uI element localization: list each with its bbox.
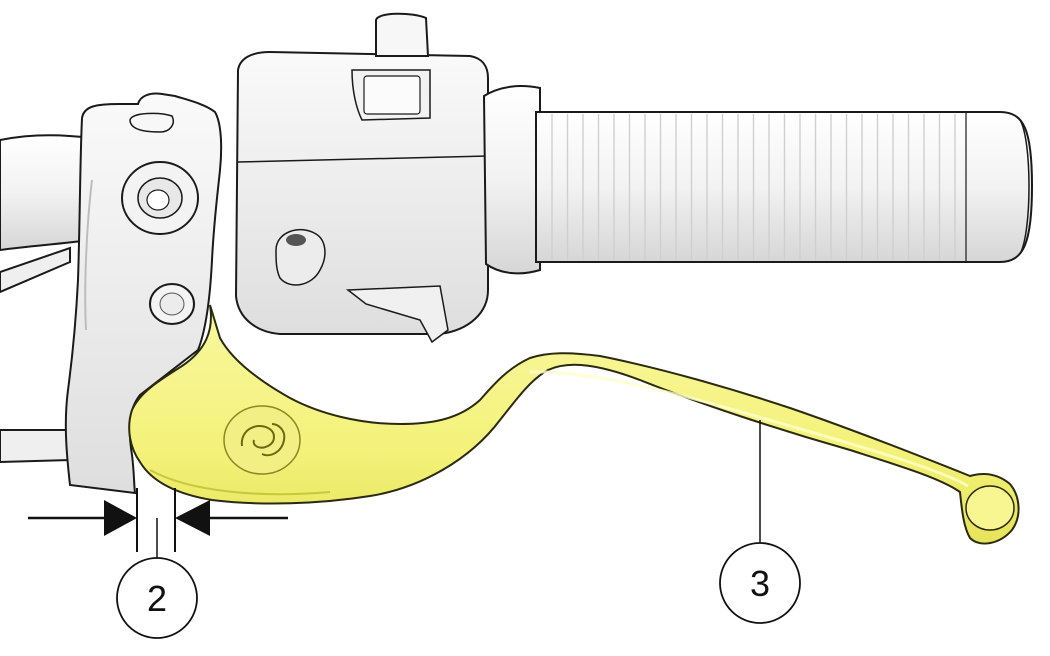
handlebar-tube [0, 134, 91, 464]
switch-housing [234, 12, 489, 344]
callout-2-label: 2 [147, 578, 167, 619]
callout-3-label: 3 [750, 563, 770, 604]
callout-3: 3 [719, 420, 801, 624]
handlebar-grip [482, 85, 1034, 275]
arrow-left-icon [175, 500, 210, 536]
arrow-right-icon [104, 500, 137, 536]
brand-emblem-icon [223, 405, 301, 475]
callout-2: 2 [116, 518, 198, 639]
lever-perch [64, 92, 223, 495]
gap-dimension [28, 488, 288, 552]
clutch-lever [128, 304, 1020, 545]
